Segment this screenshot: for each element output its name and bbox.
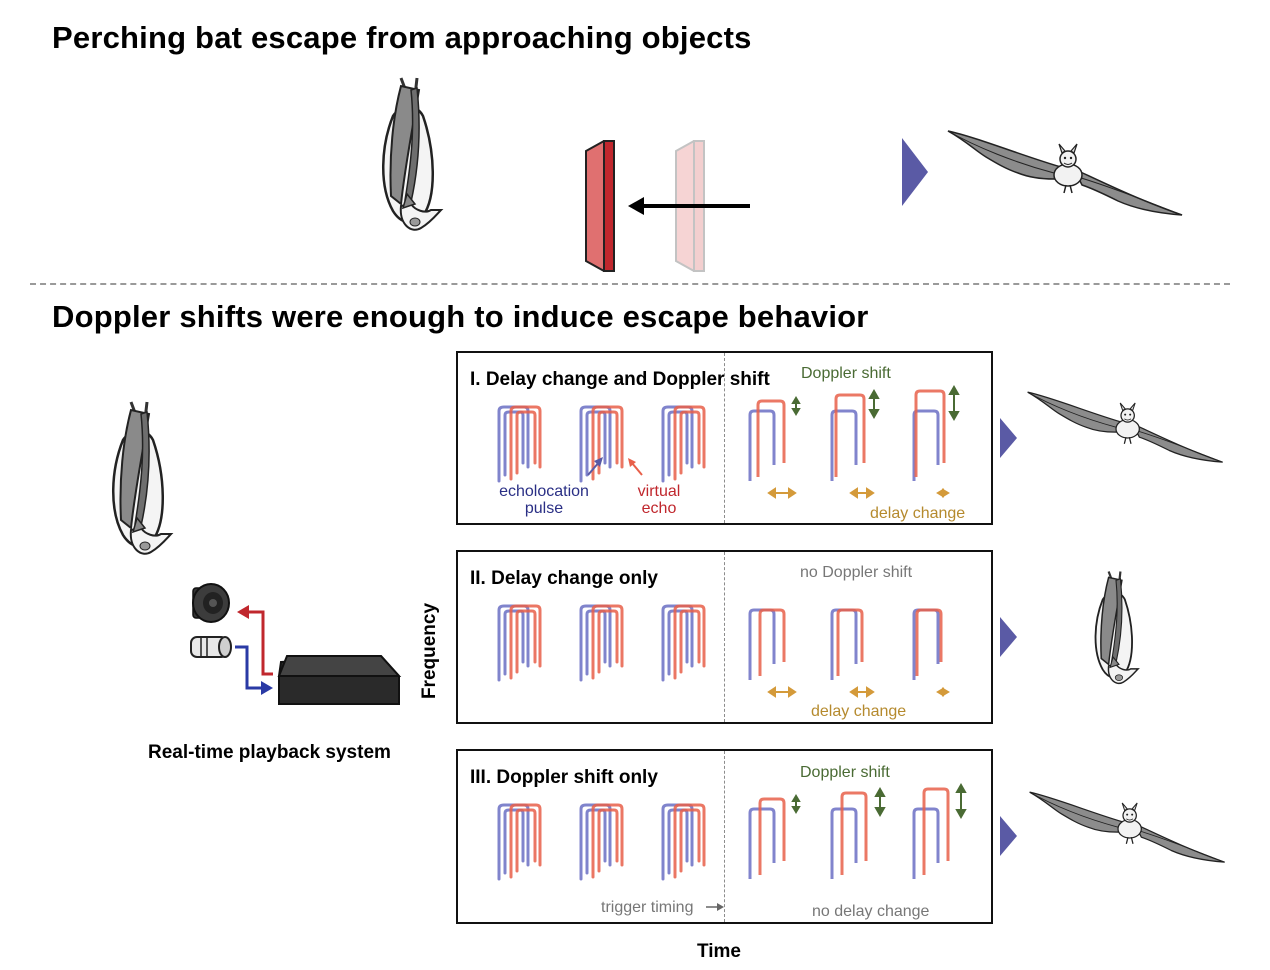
flying-bat-icon — [1026, 384, 1226, 472]
call-trace — [579, 803, 624, 881]
outcome-arrow-icon — [1000, 617, 1017, 657]
panel-title: I. Delay change and Doppler shift — [470, 369, 770, 390]
call-trace — [497, 405, 542, 483]
call-trace — [912, 608, 943, 680]
trigger-divider — [724, 552, 725, 722]
processor-box-icon — [277, 654, 402, 705]
outcome-arrow-icon — [902, 138, 928, 206]
perching-bat-icon — [1086, 570, 1146, 688]
panel-delay-and-doppler: I. Delay change and Doppler shift Dopple… — [456, 351, 993, 525]
near-object-icon — [585, 140, 615, 272]
x-axis-label: Time — [697, 941, 742, 962]
no-doppler-label: no Doppler shift — [800, 564, 913, 581]
call-trace — [661, 405, 706, 483]
panel-title: II. Delay change only — [470, 568, 658, 589]
doppler-arrow-icon — [791, 384, 960, 422]
outcome-arrow-icon — [1000, 816, 1017, 856]
perching-bat-icon — [100, 400, 182, 560]
delay-arrow-icon — [767, 487, 950, 499]
delay-label: delay change — [870, 505, 966, 522]
doppler-label: Doppler shift — [800, 764, 890, 781]
no-delay-label: no delay change — [812, 903, 930, 920]
flying-bat-icon — [946, 122, 1186, 226]
call-trace — [661, 604, 706, 682]
panel-title: III. Doppler shift only — [470, 767, 658, 788]
call-trace — [748, 797, 786, 879]
system-label: Real-time playback system — [148, 742, 391, 763]
flying-bat-icon — [1028, 784, 1228, 872]
call-trace — [830, 608, 864, 680]
call-trace — [748, 399, 786, 481]
trigger-divider — [724, 353, 725, 523]
call-trace — [912, 389, 946, 481]
doppler-arrow-icon — [791, 782, 967, 820]
delay-label: delay change — [811, 703, 907, 720]
call-traces — [497, 384, 960, 499]
speaker-icon — [192, 583, 230, 623]
perching-bat-icon — [370, 76, 452, 236]
title-top: Perching bat escape from approaching obj… — [52, 20, 752, 55]
panel-doppler-only: III. Doppler shift only Doppler shift no… — [456, 749, 993, 924]
call-traces — [497, 782, 967, 911]
outcome-arrow-icon — [1000, 418, 1017, 458]
section-divider — [30, 283, 1230, 285]
call-trace — [912, 787, 950, 879]
trigger-divider — [724, 751, 725, 922]
call-trace — [579, 405, 624, 483]
motion-arrow-icon — [628, 197, 750, 215]
panel-delay-only: II. Delay change only no Doppler shift d… — [456, 550, 993, 724]
call-traces — [497, 604, 950, 698]
call-trace — [497, 604, 542, 682]
call-trace — [748, 608, 786, 680]
delay-arrow-icon — [767, 686, 950, 698]
doppler-label: Doppler shift — [801, 365, 891, 382]
call-trace — [497, 803, 542, 881]
title-bottom: Doppler shifts were enough to induce esc… — [52, 299, 869, 334]
trigger-arrow-icon — [706, 903, 724, 911]
y-axis-label: Frequency — [419, 602, 440, 700]
call-trace — [661, 803, 706, 881]
call-trace — [830, 791, 868, 879]
call-trace — [830, 393, 866, 481]
trigger-timing-label: trigger timing — [601, 899, 694, 916]
call-trace — [579, 604, 624, 682]
microphone-icon — [190, 636, 232, 658]
playback-system-diagram — [190, 583, 402, 705]
approaching-object-diagram — [585, 140, 750, 272]
